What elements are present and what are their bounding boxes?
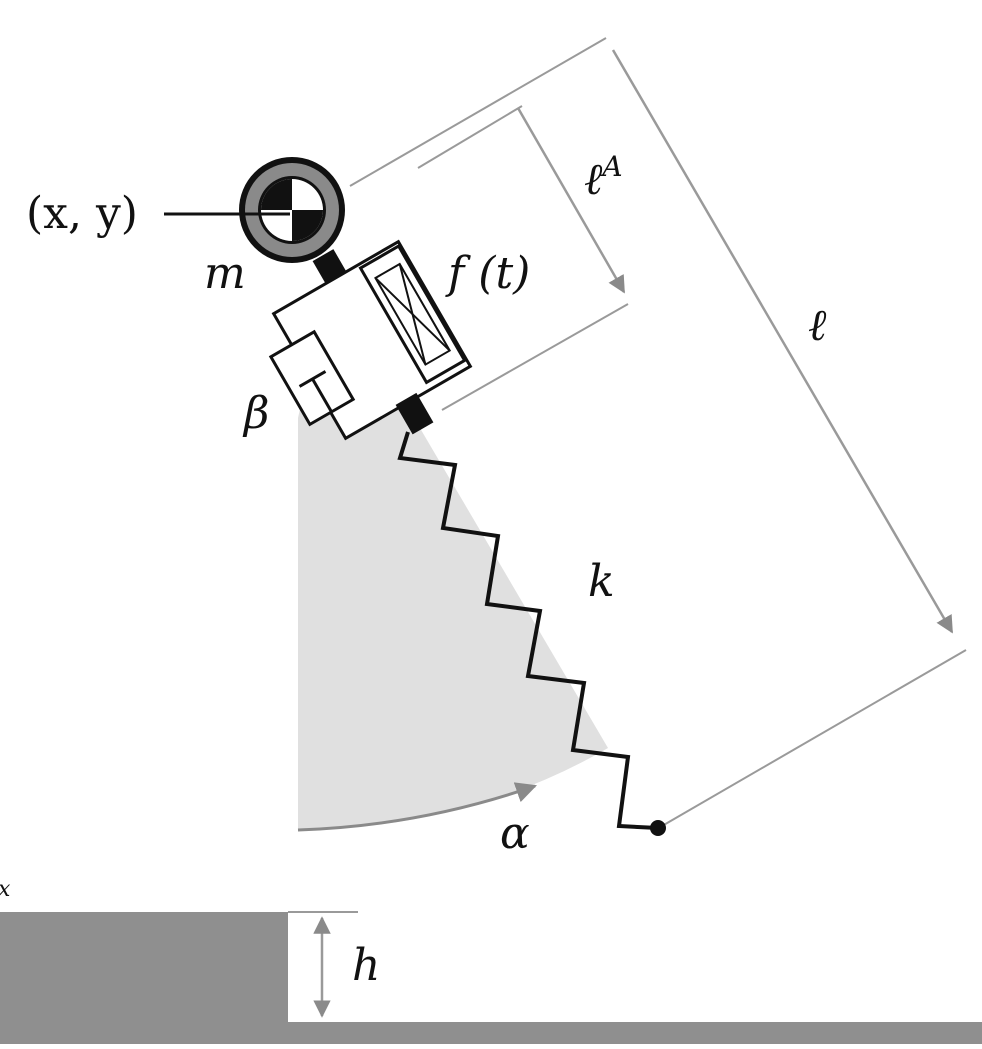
leg-length-label: ℓ bbox=[808, 300, 827, 351]
leg-length-dimension bbox=[349, 37, 967, 827]
leg-length-arrow-icon bbox=[611, 49, 954, 634]
spring-label: k bbox=[588, 556, 615, 607]
rest-length-label: ℓA bbox=[584, 150, 623, 205]
actuator-length-dimension bbox=[417, 105, 629, 411]
lower-ground bbox=[288, 1022, 982, 1044]
leg-body bbox=[268, 239, 473, 441]
position-label: (x, y) bbox=[26, 188, 138, 239]
dashpot-icon bbox=[268, 329, 356, 427]
angle-arc bbox=[297, 782, 537, 832]
pivot-dot-icon bbox=[650, 820, 666, 836]
mass-label: m bbox=[204, 248, 246, 299]
raised-step bbox=[0, 912, 288, 1044]
damper-label: β bbox=[242, 388, 269, 439]
actuator-length-arrow-icon bbox=[516, 107, 626, 294]
center-of-mass-icon bbox=[239, 157, 345, 263]
angle-label: α bbox=[500, 808, 530, 859]
spring-icon bbox=[397, 431, 659, 830]
corner-mark-label: x bbox=[0, 877, 11, 902]
spring-connector bbox=[395, 392, 434, 435]
ground bbox=[0, 911, 982, 1044]
force-label: f (t) bbox=[445, 248, 530, 299]
step-height-label: h bbox=[352, 940, 380, 991]
actuator-x-box-icon bbox=[358, 244, 467, 385]
